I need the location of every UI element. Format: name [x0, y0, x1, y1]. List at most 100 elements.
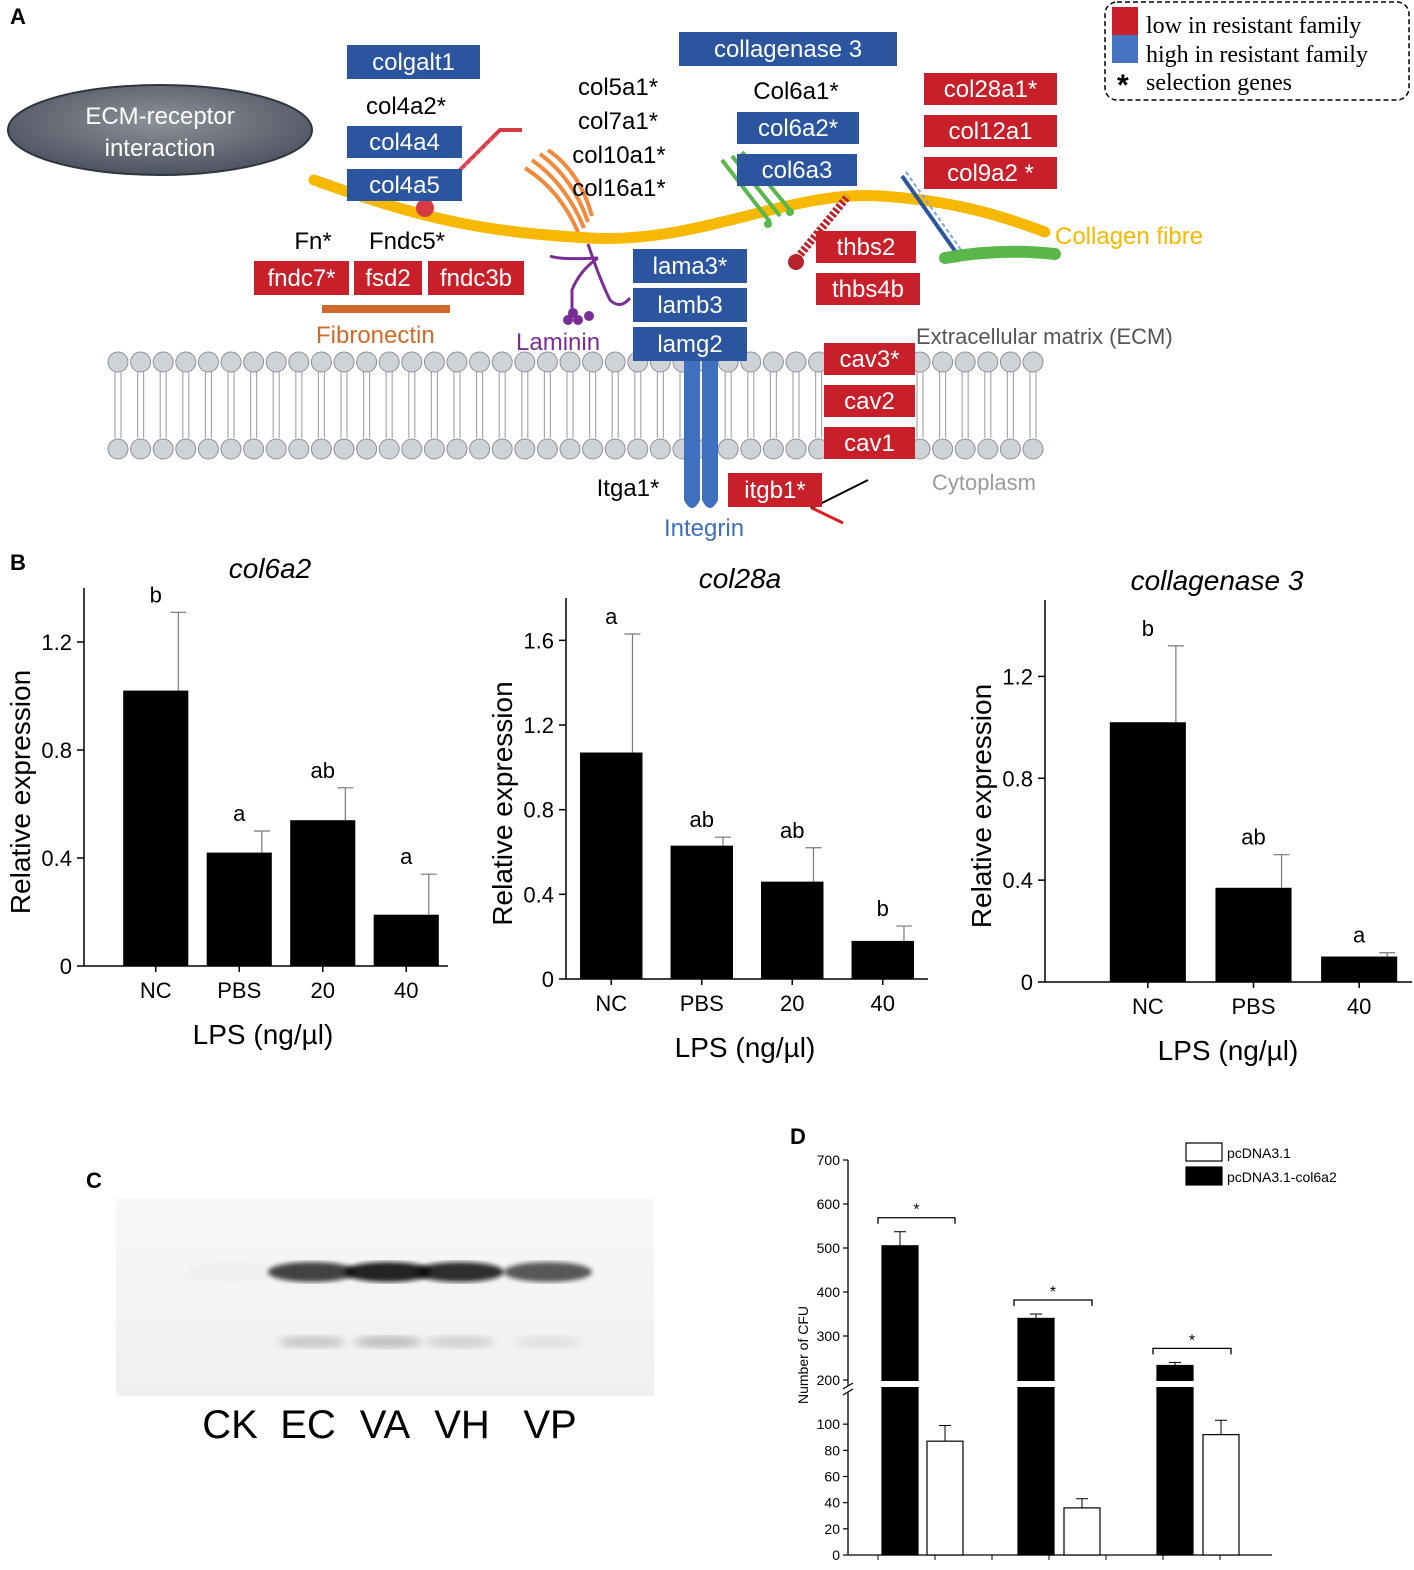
legend-label-pcdna3-1-col6a2: pcDNA3.1-col6a2	[1227, 1169, 1337, 1185]
gene-itgb1-label: itgb1*	[744, 477, 805, 504]
legend-frame	[1104, 1, 1410, 101]
bar-pcdna3-1-col6a2	[1156, 1364, 1194, 1556]
x-tick-label: 20	[780, 991, 804, 1016]
x-tick-label: 40	[394, 978, 418, 1003]
significance-bracket	[1013, 1299, 1093, 1306]
band-va	[344, 1262, 432, 1282]
axis-break-mark	[842, 1388, 854, 1396]
y-tick-label: 0.8	[1002, 766, 1033, 791]
x-tick-label: NC	[1132, 994, 1164, 1019]
legend-label-high: high in resistant family	[1146, 42, 1368, 68]
lower-band-vp	[514, 1336, 582, 1348]
laminin-label: Laminin	[516, 329, 600, 356]
x-axis-label: LPS (ng/µl)	[675, 1032, 816, 1063]
bar-break-gap	[1155, 1381, 1195, 1387]
lower-band-va	[354, 1336, 422, 1348]
gene-itgb1-box	[728, 473, 822, 507]
bar	[123, 690, 189, 966]
y-tick-label: 0	[832, 1547, 840, 1563]
band-vh	[416, 1262, 504, 1282]
gene-fndc7-box	[254, 261, 349, 295]
y-axis-label: Relative expression	[5, 670, 36, 914]
x-tick-label: 40	[871, 991, 895, 1016]
y-tick-label: 200	[817, 1372, 841, 1388]
significance-letter: a	[233, 801, 246, 826]
western-blot-bands	[186, 1262, 592, 1348]
gene-col4a4-label: col4a4	[369, 129, 440, 156]
gene-col6a2-label: col6a2*	[758, 115, 838, 142]
gene-col4a2-label: col4a2*	[366, 93, 446, 120]
gene-thbs4b-label: thbs4b	[832, 276, 904, 303]
y-tick-label: 60	[824, 1469, 840, 1485]
x-axis-label: LPS (ng/µl)	[193, 1019, 334, 1050]
gene-lamb3-label: lamb3	[657, 292, 722, 319]
gene-cav2-label: cav2	[844, 388, 895, 415]
panel-d-label: D	[790, 1124, 806, 1149]
gene-lamg2-box	[633, 327, 747, 361]
bar	[851, 940, 914, 979]
chart-title: collagenase 3	[1131, 565, 1304, 596]
y-tick-label: 0	[1021, 970, 1033, 995]
x-tick-label: NC	[595, 991, 627, 1016]
gene-cav1-box	[824, 427, 915, 459]
asterisk-icon: *	[1117, 69, 1129, 102]
integrin-receptor	[684, 360, 718, 508]
x-tick-label: PBS	[1231, 994, 1275, 1019]
gene-collagenase-3-box	[679, 32, 897, 66]
y-tick-label: 20	[824, 1521, 840, 1537]
laminin-shape	[549, 243, 632, 325]
y-tick-label: 600	[817, 1196, 841, 1212]
y-tick-label: 500	[817, 1240, 841, 1256]
significance-bracket	[877, 1217, 956, 1224]
fibronectin-label: Fibronectin	[316, 322, 435, 349]
significance-asterisk: *	[1050, 1284, 1056, 1301]
gene-col7a1-label: col7a1*	[578, 108, 658, 135]
significance-letter: a	[400, 844, 413, 869]
significance-letter: b	[877, 896, 889, 921]
gene-fndc3b-label: fndc3b	[440, 265, 512, 292]
bar-pcdna3-1	[1202, 1434, 1240, 1556]
x-tick-label: 20	[311, 978, 335, 1003]
significance-letter: ab	[780, 818, 804, 843]
legend-swatch-high	[1112, 35, 1138, 63]
y-tick-label: 1.2	[1002, 664, 1033, 689]
band-ec	[268, 1262, 356, 1282]
x-tick-label: NC	[140, 978, 172, 1003]
legend-label-selection: selection genes	[1146, 70, 1292, 96]
bar	[580, 752, 643, 979]
lane-label-ck: CK	[202, 1403, 258, 1447]
cytoplasm-label: Cytoplasm	[932, 470, 1036, 495]
bar-break-gap	[1016, 1381, 1056, 1387]
y-tick-label: 1.2	[523, 713, 554, 738]
lane-label-vh: VH	[434, 1403, 490, 1447]
integrin-label: Integrin	[664, 515, 744, 542]
gene-collagenase-3-label: collagenase 3	[714, 36, 862, 63]
y-tick-label: 100	[817, 1416, 841, 1432]
y-axis-label: Relative expression	[487, 681, 518, 925]
chart-title: col28a	[699, 563, 782, 594]
bar	[1215, 887, 1292, 982]
x-axis-label: LPS (ng/µl)	[1158, 1035, 1299, 1066]
y-tick-label: 0.4	[1002, 868, 1033, 893]
chart-title: col6a2	[229, 553, 312, 584]
gene-labels: colgalt1col4a2*col4a4col4a5col5a1*col7a1…	[254, 32, 1057, 507]
gene-col6a3-label: col6a3	[762, 157, 833, 184]
gene-col16a1-label: col16a1*	[572, 175, 665, 202]
collagen-fibre	[308, 174, 1051, 244]
thrombospondin-strand	[788, 193, 852, 270]
gene-cav3-box	[824, 343, 915, 375]
gene-lamb3-box	[633, 288, 747, 322]
fibronectin-bar	[322, 305, 450, 313]
bar	[206, 852, 272, 966]
band-ck	[186, 1262, 274, 1282]
gene-col5a1-label: col5a1*	[578, 74, 658, 101]
gene-col12a1-box	[924, 115, 1057, 147]
bar	[290, 820, 356, 966]
y-tick-label: 1.6	[523, 628, 554, 653]
y-tick-label: 0.8	[523, 798, 554, 823]
